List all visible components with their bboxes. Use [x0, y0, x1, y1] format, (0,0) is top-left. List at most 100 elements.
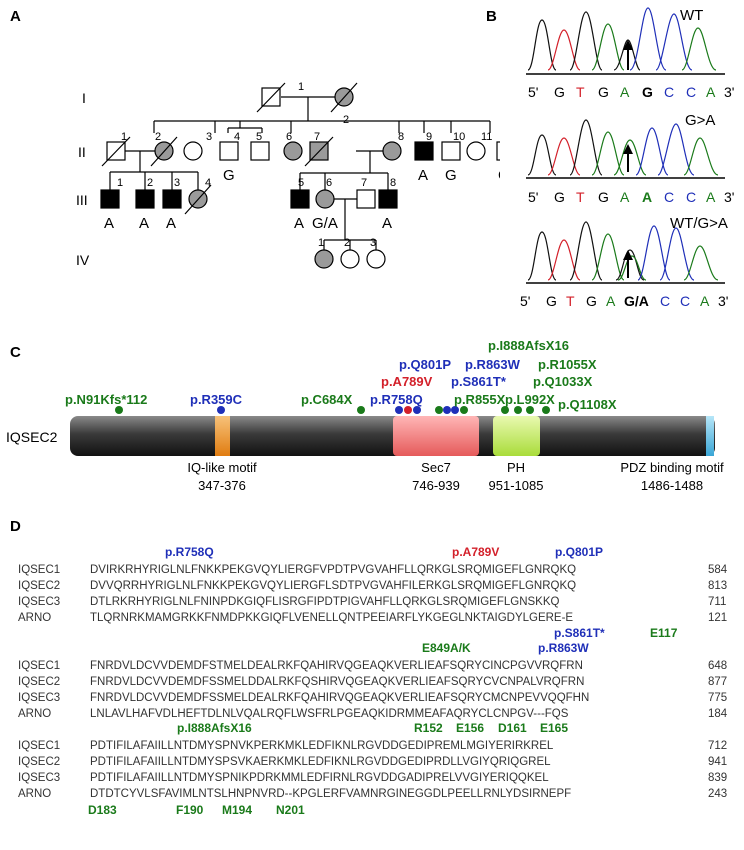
svg-text:A: A: [606, 293, 616, 309]
svg-text:A: A: [700, 293, 710, 309]
align-below-b2-b2: R152: [414, 721, 443, 735]
num-III-7: 7: [361, 177, 367, 189]
svg-text:DVIRKRHYRIGLNLFNKKPEKGVQYLIERG: DVIRKRHYRIGLNLFNKKPEKGVQYLIERGFVPDTPVGVA…: [90, 564, 576, 576]
svg-text:G: G: [554, 189, 565, 205]
svg-text:712: 712: [708, 740, 727, 752]
svg-text:DTDTCYVLSFAVIMLNTSLHNPNVRD--KP: DTDTCYVLSFAVIMLNTSLHNPNVRD--KPGLERFVAMNR…: [90, 788, 571, 800]
variant-label-v5: p.A789V: [381, 374, 433, 389]
align-ann-b2-a1: E849A/K: [422, 641, 471, 655]
gen-label-I: I: [82, 90, 86, 106]
svg-text:IQSEC1: IQSEC1: [18, 564, 60, 576]
svg-text:5': 5': [528, 84, 538, 100]
num-II-11: 11: [481, 131, 492, 143]
svg-text:ARNO: ARNO: [18, 612, 51, 624]
svg-text:184: 184: [708, 708, 728, 720]
svg-text:941: 941: [708, 756, 727, 768]
panel-label-b: B: [486, 8, 497, 25]
align-below-b3-b2: F190: [176, 803, 204, 817]
individual-II-12: [496, 141, 500, 161]
svg-text:648: 648: [708, 660, 727, 672]
svg-text:C: C: [686, 84, 696, 100]
chromatogram-label-mutant: G>A: [685, 112, 715, 129]
svg-text:IQSEC3: IQSEC3: [18, 772, 60, 784]
svg-text:C: C: [664, 189, 674, 205]
protein-bar: [70, 416, 715, 456]
panel-label-c: C: [10, 344, 21, 361]
iq-motif-name: IQ-like motif: [187, 460, 257, 475]
svg-text:G: G: [546, 293, 557, 309]
num-II-3: 3: [206, 131, 212, 143]
svg-text:T: T: [566, 293, 575, 309]
svg-text:A: A: [706, 84, 716, 100]
individual-III-2: [135, 189, 155, 209]
svg-text:IQSEC2: IQSEC2: [18, 580, 60, 592]
svg-text:5': 5': [528, 189, 538, 205]
individual-II-10: [441, 141, 461, 161]
svg-text:A: A: [620, 189, 630, 205]
sequence-alignment: p.R758Q p.A789V p.Q801P IQSEC1 DVIRKRHYR…: [18, 545, 728, 817]
protein-name: IQSEC2: [6, 429, 58, 445]
align-below-b2-b4: D161: [498, 721, 527, 735]
variant-label-v2: p.R359C: [190, 392, 243, 407]
svg-text:584: 584: [708, 564, 728, 576]
svg-text:LNLAVLHAFVDLHEFTDLNLVQALRQFLWS: LNLAVLHAFVDLHEFTDLNLVQALRQFLWSFRLPGEAQKI…: [90, 708, 569, 720]
align-ann-b1-a2: p.A789V: [452, 545, 499, 559]
variant-label-v13: p.L992X: [505, 392, 555, 407]
pdz-range: 1486-1488: [641, 478, 703, 493]
num-III-4: 4: [205, 177, 211, 189]
sec7-domain: [393, 416, 479, 456]
svg-text:C: C: [680, 293, 690, 309]
svg-text:3': 3': [718, 293, 728, 309]
individual-II-6: [283, 141, 303, 161]
allele-III-8: A: [382, 215, 392, 232]
align-block2: IQSEC1 FNRDVLDCVVDEMDFSTMELDEALRKFQAHIRV…: [18, 660, 728, 720]
align-below-b1-b1: p.S861T*: [554, 626, 605, 640]
ph-name: PH: [507, 460, 525, 475]
align-ann-b1-a1: p.R758Q: [165, 545, 214, 559]
chromatogram-panel: WT G>A WT/G>A 5' G T G A G C C A 3' 5' G…: [520, 7, 734, 309]
allele-II-4: G: [223, 167, 235, 184]
individual-II-9: [414, 141, 434, 161]
svg-text:ARNO: ARNO: [18, 788, 51, 800]
chromatogram-mutant: [527, 119, 719, 176]
svg-text:TLQRNRKMAMGRKKFNMDPKKGIQFLVENE: TLQRNRKMAMGRKKFNMDPKKGIQFLVENELLQNTPEEIA…: [90, 612, 573, 624]
align-below-b3-b3: M194: [222, 803, 252, 817]
individual-II-4: [219, 141, 239, 161]
num-III-5: 5: [298, 177, 304, 189]
individual-II-8: [382, 141, 402, 161]
svg-text:DTLRKRHYRIGLNLFNINPDKGIQFLISRG: DTLRKRHYRIGLNLFNINPDKGIQFLISRGFIPDTPIGVA…: [90, 596, 560, 608]
pdz-name: PDZ binding motif: [620, 460, 724, 475]
individual-IV-3: [366, 249, 386, 269]
svg-text:A: A: [706, 189, 716, 205]
num-I-1: 1: [298, 81, 304, 93]
chromatogram-wt: [527, 7, 717, 71]
svg-text:DVVQRRHYRIGLNLFNKKPEKGVQYLIERG: DVVQRRHYRIGLNLFNKKPEKGVQYLIERGFLSDTPVGVA…: [90, 580, 576, 592]
svg-text:T: T: [576, 189, 585, 205]
sec7-name: Sec7: [421, 460, 451, 475]
num-III-3: 3: [174, 177, 180, 189]
svg-text:IQSEC3: IQSEC3: [18, 596, 60, 608]
allele-III-1: A: [104, 215, 114, 232]
individual-III-5: [290, 189, 310, 209]
individual-III-7: [356, 189, 376, 209]
num-IV-3: 3: [370, 237, 376, 249]
svg-text:A: A: [620, 84, 630, 100]
align-ann-b1-a3: p.Q801P: [555, 545, 603, 559]
num-III-8: 8: [390, 177, 396, 189]
sequence-mutant: 5' G T G A A C C A 3': [528, 189, 734, 205]
variant-label-v9: p.R855X: [454, 392, 506, 407]
individual-IV-2: [340, 249, 360, 269]
num-II-6: 6: [286, 131, 292, 143]
individual-II-11: [466, 141, 486, 161]
svg-text:G/A: G/A: [624, 293, 649, 309]
svg-text:A: A: [642, 189, 652, 205]
ph-domain: [493, 416, 540, 456]
num-II-1: 1: [121, 131, 127, 143]
svg-text:IQSEC1: IQSEC1: [18, 740, 60, 752]
num-IV-1: 1: [318, 237, 324, 249]
num-II-4: 4: [234, 131, 240, 143]
variant-label-v10: p.I888AfsX16: [488, 338, 569, 353]
align-block1: IQSEC1 DVIRKRHYRIGLNLFNKKPEKGVQYLIERGFVP…: [18, 564, 728, 624]
allele-III-3: A: [166, 215, 176, 232]
svg-text:813: 813: [708, 580, 727, 592]
